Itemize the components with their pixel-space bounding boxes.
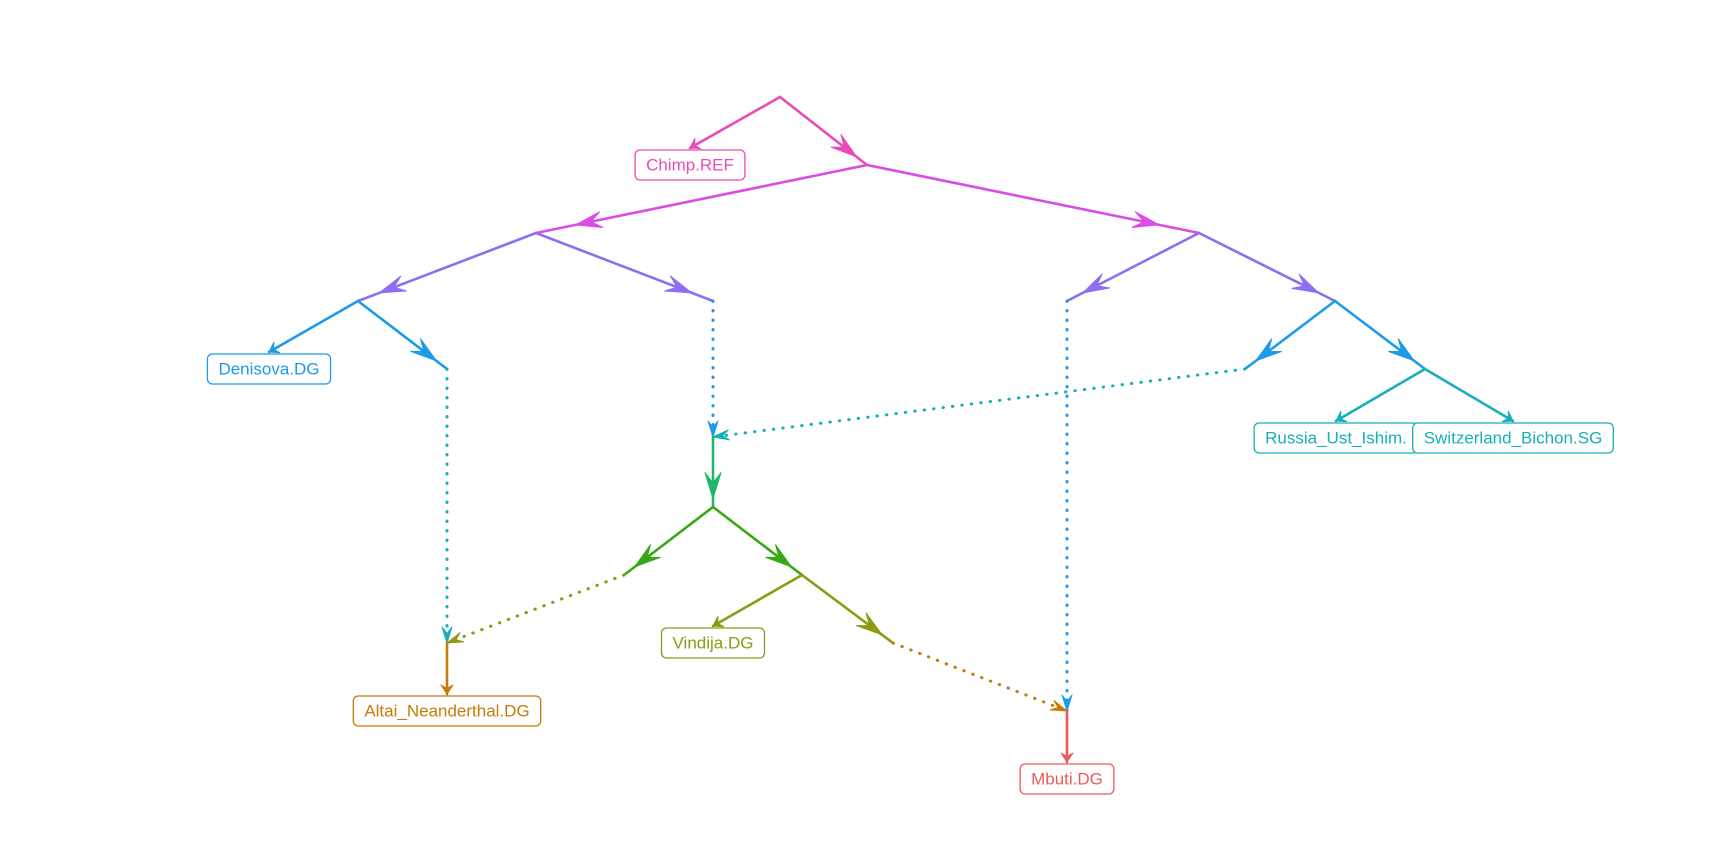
edge-arrowhead — [1335, 410, 1348, 423]
edge-line — [711, 367, 1247, 439]
edges-layer — [267, 95, 1515, 764]
edge-line — [1334, 367, 1427, 423]
edge-arrowhead — [664, 275, 693, 294]
edge-a1-n11 — [704, 435, 722, 509]
edge-line — [891, 641, 1069, 713]
leaf-node-box — [634, 149, 746, 181]
leaf-node-vindija: Vindija.DG — [660, 627, 766, 659]
edge-n2-n4 — [356, 231, 538, 303]
edge-n9-a1 — [711, 367, 1247, 441]
edge-arrowhead — [855, 612, 883, 636]
edge-line — [267, 299, 360, 354]
edge-arrowhead — [1291, 273, 1320, 294]
edge-arrowhead — [1061, 694, 1073, 712]
edge-line — [711, 573, 804, 628]
leaf-node-label: Mbuti.DG — [1031, 769, 1103, 788]
edge-root-n1 — [778, 95, 869, 167]
edge-n3-n7 — [1197, 231, 1337, 303]
edge-arrowhead — [440, 684, 454, 695]
edge-arrowhead — [410, 338, 437, 362]
leaf-node-altai: Altai_Neanderthal.DG — [352, 695, 542, 727]
leaf-node-chimp: Chimp.REF — [634, 149, 746, 181]
edge-arrowhead — [1060, 752, 1074, 763]
edge-n7-n10 — [1333, 299, 1427, 371]
edge-n10-switzerland — [1423, 367, 1515, 423]
edge-arrowhead — [712, 429, 731, 441]
edge-n4-denisova — [267, 299, 360, 354]
edge-arrowhead — [765, 544, 792, 568]
edge-arrowhead — [707, 420, 719, 438]
edge-n6-a3 — [1061, 299, 1073, 713]
edge-n13-vindija — [711, 573, 804, 628]
edge-n11-n12 — [622, 505, 715, 577]
edge-n2-n5 — [534, 231, 715, 303]
leaf-node-label: Altai_Neanderthal.DG — [364, 701, 529, 720]
edge-arrowhead — [1082, 273, 1111, 294]
leaf-node-label: Chimp.REF — [646, 155, 734, 174]
edge-arrowhead — [378, 275, 408, 294]
leaf-node-box — [206, 353, 332, 385]
edge-n4-n8 — [356, 299, 449, 371]
edge-arrowhead — [1388, 338, 1415, 362]
leaf-node-box — [1019, 763, 1115, 795]
edge-n5-a1 — [707, 299, 719, 439]
labels-layer: Chimp.REF Denisova.DG Russia_Ust_Ishim. Swi… — [206, 149, 1614, 795]
edge-line — [1423, 367, 1515, 423]
edge-root-chimp — [688, 95, 782, 150]
edge-n13-n14 — [800, 573, 895, 645]
leaf-node-label: Switzerland_Bichon.SG — [1424, 428, 1603, 447]
edge-n7-n9 — [1243, 299, 1337, 371]
edge-arrowhead — [712, 615, 725, 628]
edge-n12-a2 — [445, 573, 626, 645]
leaf-node-label: Russia_Ust_Ishim. — [1265, 428, 1407, 447]
leaf-node-mbuti: Mbuti.DG — [1019, 763, 1115, 795]
edge-arrowhead — [441, 626, 453, 644]
leaf-node-box — [660, 627, 766, 659]
edge-line — [688, 95, 782, 150]
edge-a3-mbuti — [1060, 709, 1074, 764]
edge-n11-n13 — [711, 505, 804, 577]
edge-arrowhead — [689, 137, 702, 150]
edge-arrowhead — [830, 134, 858, 158]
edge-arrowhead — [268, 341, 281, 354]
leaf-node-russia: Russia_Ust_Ishim. — [1253, 422, 1419, 454]
edge-arrowhead — [1501, 410, 1514, 423]
edge-n14-a3 — [891, 641, 1069, 713]
edge-n10-russia — [1334, 367, 1427, 423]
edge-a2-altai — [440, 641, 454, 696]
leaf-node-box — [1412, 422, 1614, 454]
edge-arrowhead — [704, 472, 722, 500]
leaf-node-label: Denisova.DG — [218, 359, 319, 378]
edge-arrowhead — [575, 211, 604, 228]
edge-n3-n6 — [1065, 231, 1201, 303]
edge-n1-n2 — [534, 163, 869, 235]
edge-n1-n3 — [865, 163, 1201, 235]
edge-line — [445, 573, 626, 645]
edge-arrowhead — [1131, 211, 1160, 228]
edge-arrowhead — [634, 544, 661, 568]
edge-n8-a2 — [441, 367, 453, 645]
leaf-node-box — [352, 695, 542, 727]
leaf-node-label: Vindija.DG — [673, 633, 754, 652]
leaf-node-denisova: Denisova.DG — [206, 353, 332, 385]
edge-arrowhead — [446, 632, 465, 644]
leaf-node-switzerland: Switzerland_Bichon.SG — [1412, 422, 1614, 454]
edge-arrowhead — [1049, 700, 1068, 712]
edge-arrowhead — [1255, 338, 1282, 362]
